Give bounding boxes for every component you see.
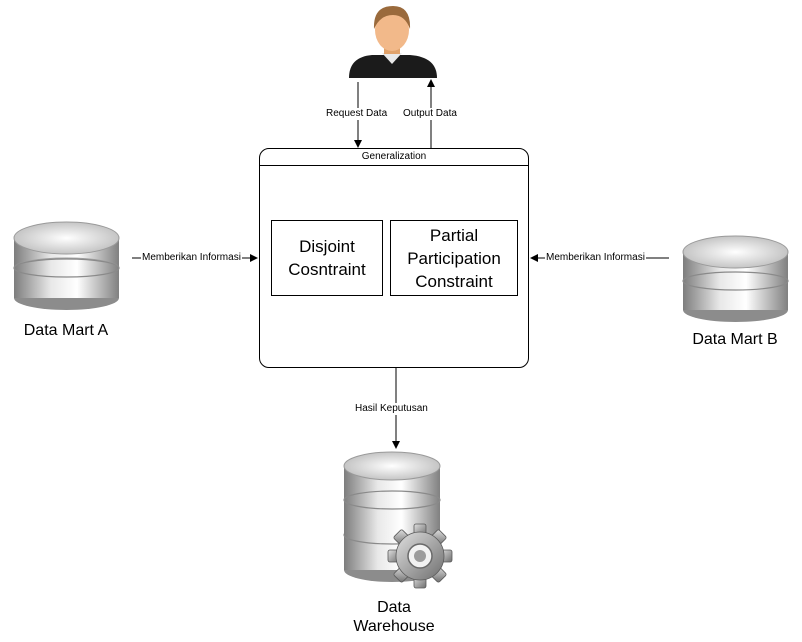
output-data-label: Output Data bbox=[402, 108, 458, 120]
generalization-title: Generalization bbox=[260, 149, 528, 166]
request-data-label: Request Data bbox=[325, 108, 389, 120]
disjoint-constraint-box: Disjoint Cosntraint bbox=[271, 220, 383, 296]
memberikan-informasi-left-label: Memberikan Informasi bbox=[141, 252, 242, 264]
memberikan-informasi-right-label: Memberikan Informasi bbox=[545, 252, 646, 264]
partial-participation-constraint-box: Partial Participation Constraint bbox=[390, 220, 518, 296]
data-mart-a-label: Data Mart A bbox=[23, 322, 109, 339]
user-icon bbox=[349, 6, 437, 78]
hasil-keputusan-label: Hasil Keputusan bbox=[354, 403, 429, 415]
data-warehouse-label: Data Warehouse bbox=[353, 599, 435, 635]
data-mart-b-database-icon bbox=[682, 235, 789, 322]
data-mart-b-label: Data Mart B bbox=[692, 331, 778, 348]
data-mart-a-database-icon bbox=[13, 221, 120, 310]
data-warehouse-database-gear-icon bbox=[343, 451, 453, 589]
